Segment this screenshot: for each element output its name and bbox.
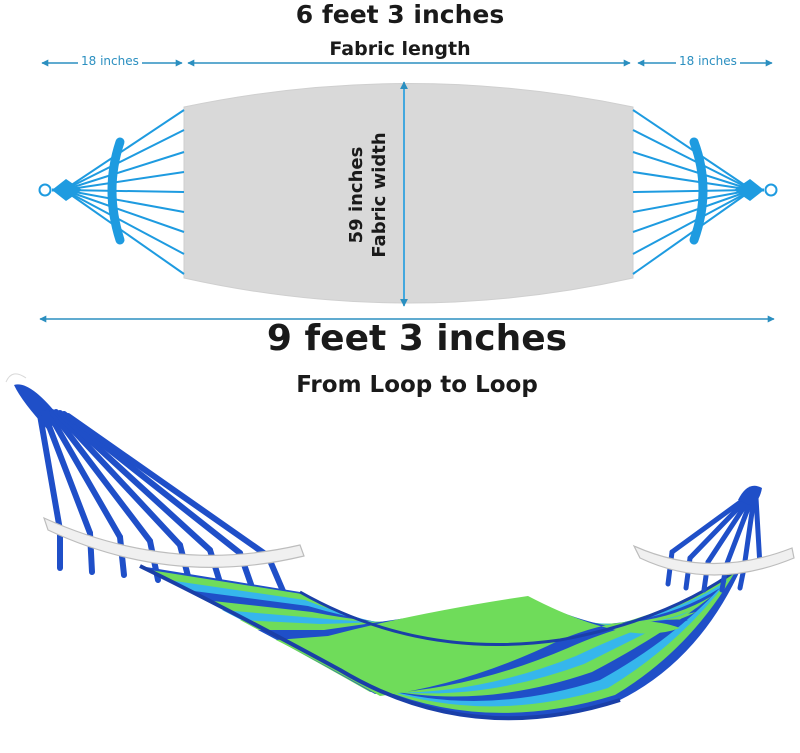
right-loop-ring (764, 183, 778, 197)
hammock-dimension-diagram (38, 59, 778, 323)
right-spreader-length: 18 inches (676, 54, 740, 68)
left-suspension-ropes (37, 409, 289, 601)
left-spreader-length: 18 inches (78, 54, 142, 68)
fabric-panel (183, 83, 634, 304)
left-hanging-loop (3, 370, 28, 384)
left-wooden-spreader (42, 516, 305, 568)
total-length-value: 9 feet 3 inches (266, 318, 568, 359)
right-knot (734, 179, 764, 201)
right-spreader-bar (689, 137, 708, 245)
hammock-fabric (139, 564, 743, 721)
left-knot (52, 179, 82, 201)
hammock-illustration (3, 370, 795, 721)
fabric-width-label: Fabric width (369, 132, 390, 258)
fabric-length-value: 6 feet 3 inches (295, 0, 505, 29)
fabric-length-label: Fabric length (329, 38, 471, 60)
right-wooden-spreader (632, 544, 795, 576)
fabric-width-value: 59 inches (346, 146, 367, 244)
left-rope-assembly (52, 109, 185, 275)
right-rope-knot (738, 485, 762, 506)
left-spreader-bar (107, 137, 125, 245)
right-suspension-ropes (665, 495, 763, 593)
left-loop-ring (38, 183, 52, 197)
total-length-label: From Loop to Loop (296, 372, 538, 398)
